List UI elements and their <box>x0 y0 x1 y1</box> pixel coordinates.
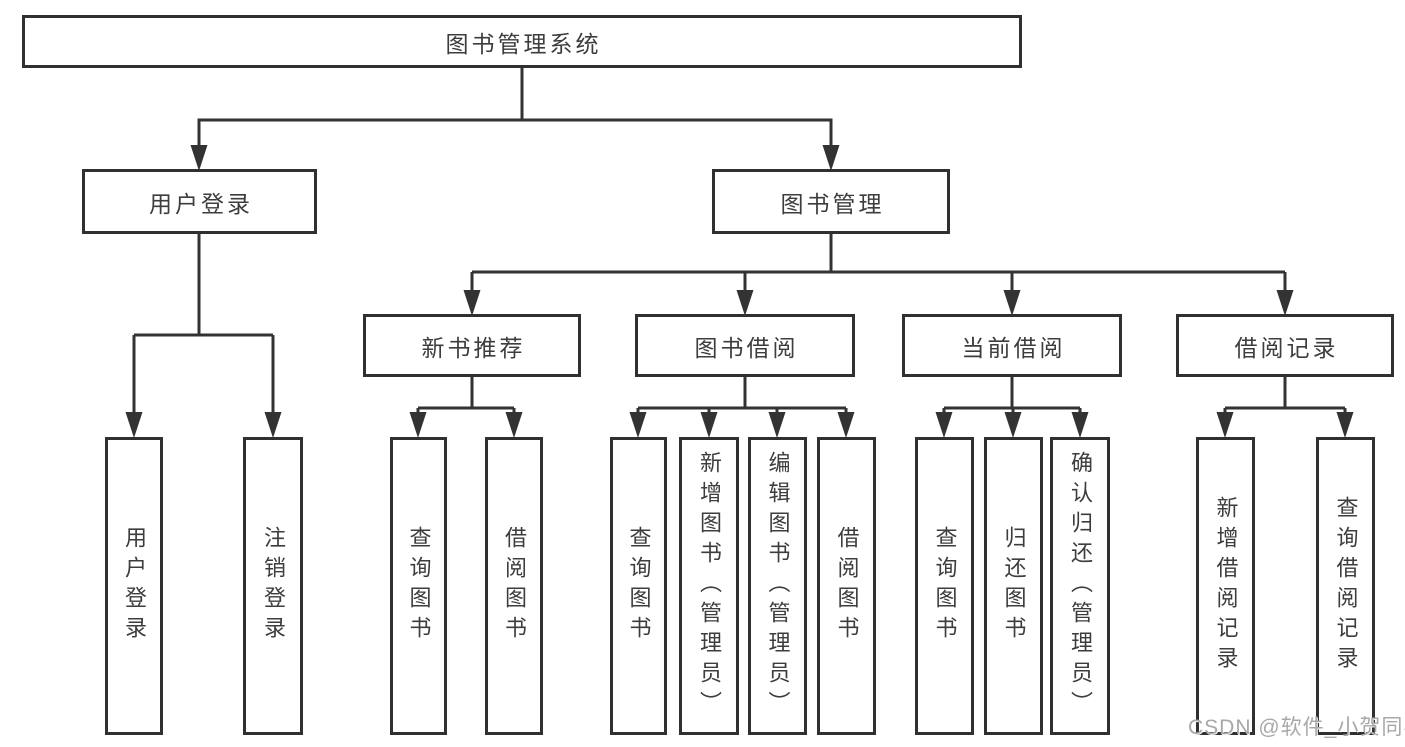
leaf-query-books-1: 查询图书 <box>390 437 447 735</box>
leaf-add-borrow-record: 新增借阅记录 <box>1196 437 1255 735</box>
leaf-query-books-2-label: 查询图书 <box>626 526 652 646</box>
leaf-borrow-books-1: 借阅图书 <box>485 437 543 735</box>
node-book-borrowing-label: 图书借阅 <box>694 334 799 361</box>
node-library-system-label: 图书管理系统 <box>445 30 602 57</box>
leaf-query-books-3: 查询图书 <box>915 437 974 735</box>
leaf-add-borrow-record-label: 新增借阅记录 <box>1213 496 1239 676</box>
leaf-user-login: 用户登录 <box>105 437 163 735</box>
leaf-return-book-label: 归还图书 <box>1001 526 1027 646</box>
leaf-query-books-1-label: 查询图书 <box>406 526 432 646</box>
leaf-query-books-2: 查询图书 <box>610 437 667 735</box>
leaf-user-login-label: 用户登录 <box>122 526 147 646</box>
node-new-book-recommend-label: 新书推荐 <box>421 334 526 361</box>
node-current-borrowing-label: 当前借阅 <box>961 334 1066 361</box>
node-library-system: 图书管理系统 <box>22 15 1022 68</box>
node-book-borrowing: 图书借阅 <box>635 314 855 377</box>
leaf-confirm-return-admin: 确认归还（管理员） <box>1050 437 1110 735</box>
leaf-borrow-books-2-label: 借阅图书 <box>834 526 860 646</box>
csdn-watermark: CSDN @软件_小贺同学 <box>1188 716 1405 739</box>
leaf-return-book: 归还图书 <box>984 437 1043 735</box>
node-borrowing-records-label: 借阅记录 <box>1234 334 1339 361</box>
leaf-query-borrow-record-label: 查询借阅记录 <box>1333 496 1359 676</box>
leaf-add-book-admin-label: 新增图书（管理员） <box>697 451 722 721</box>
node-user-login: 用户登录 <box>82 169 317 234</box>
leaf-add-book-admin: 新增图书（管理员） <box>679 437 739 735</box>
node-borrowing-records: 借阅记录 <box>1176 314 1394 377</box>
leaf-confirm-return-admin-label: 确认归还（管理员） <box>1068 451 1093 721</box>
node-book-management-label: 图书管理 <box>780 190 885 217</box>
leaf-query-borrow-record: 查询借阅记录 <box>1316 437 1375 735</box>
node-book-management: 图书管理 <box>712 169 950 234</box>
node-user-login-label: 用户登录 <box>149 190 253 217</box>
leaf-query-books-3-label: 查询图书 <box>932 526 958 646</box>
leaf-borrow-books-1-label: 借阅图书 <box>502 526 527 646</box>
leaf-logout-label: 注销登录 <box>261 526 286 646</box>
leaf-borrow-books-2: 借阅图书 <box>817 437 876 735</box>
node-current-borrowing: 当前借阅 <box>902 314 1122 377</box>
leaf-edit-book-admin-label: 编辑图书（管理员） <box>765 451 791 721</box>
leaf-edit-book-admin: 编辑图书（管理员） <box>748 437 807 735</box>
node-new-book-recommend: 新书推荐 <box>363 314 581 377</box>
leaf-logout: 注销登录 <box>243 437 303 735</box>
